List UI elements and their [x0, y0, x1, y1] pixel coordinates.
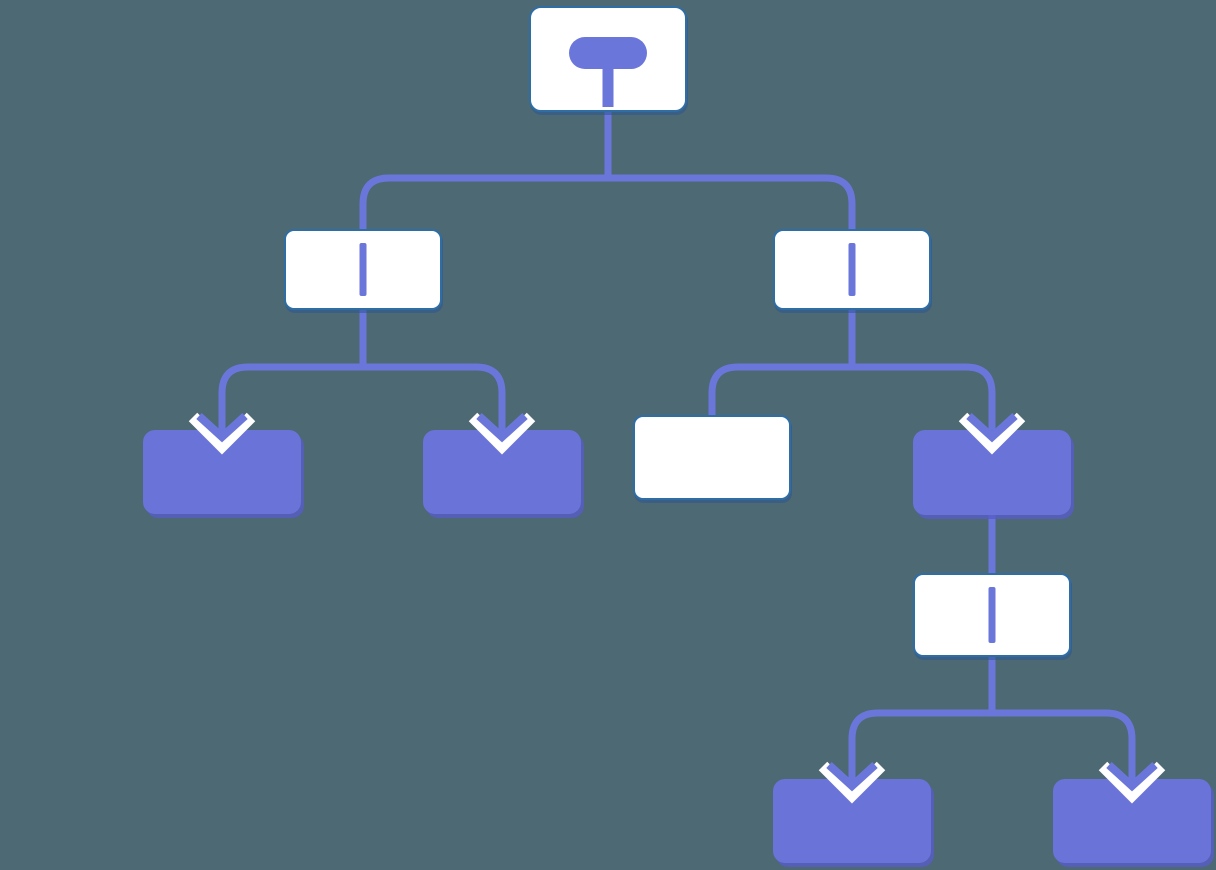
connector-right-split-branches	[708, 363, 996, 433]
node-l3-right-a[interactable]	[633, 415, 791, 500]
node-root[interactable]	[529, 6, 687, 112]
node-l5-a[interactable]	[773, 779, 931, 863]
connector-bottom-split-branches	[848, 709, 1136, 782]
node-l5-b[interactable]	[1053, 779, 1211, 863]
node-l3-left-a[interactable]	[143, 430, 301, 514]
pill-stem-icon	[602, 67, 614, 107]
divider-bar-icon	[988, 587, 996, 643]
connector-left-split-branches	[218, 363, 506, 433]
divider-bar-icon	[359, 243, 367, 296]
node-l2-right[interactable]	[773, 229, 931, 310]
node-l3-left-b[interactable]	[423, 430, 581, 514]
connector-root-split-branches	[359, 174, 856, 232]
divider-bar-icon	[848, 243, 856, 296]
pill-seed-icon	[569, 37, 647, 69]
node-l3-right-b[interactable]	[913, 430, 1071, 515]
node-l4-mid[interactable]	[913, 573, 1071, 657]
node-l2-left[interactable]	[284, 229, 442, 310]
